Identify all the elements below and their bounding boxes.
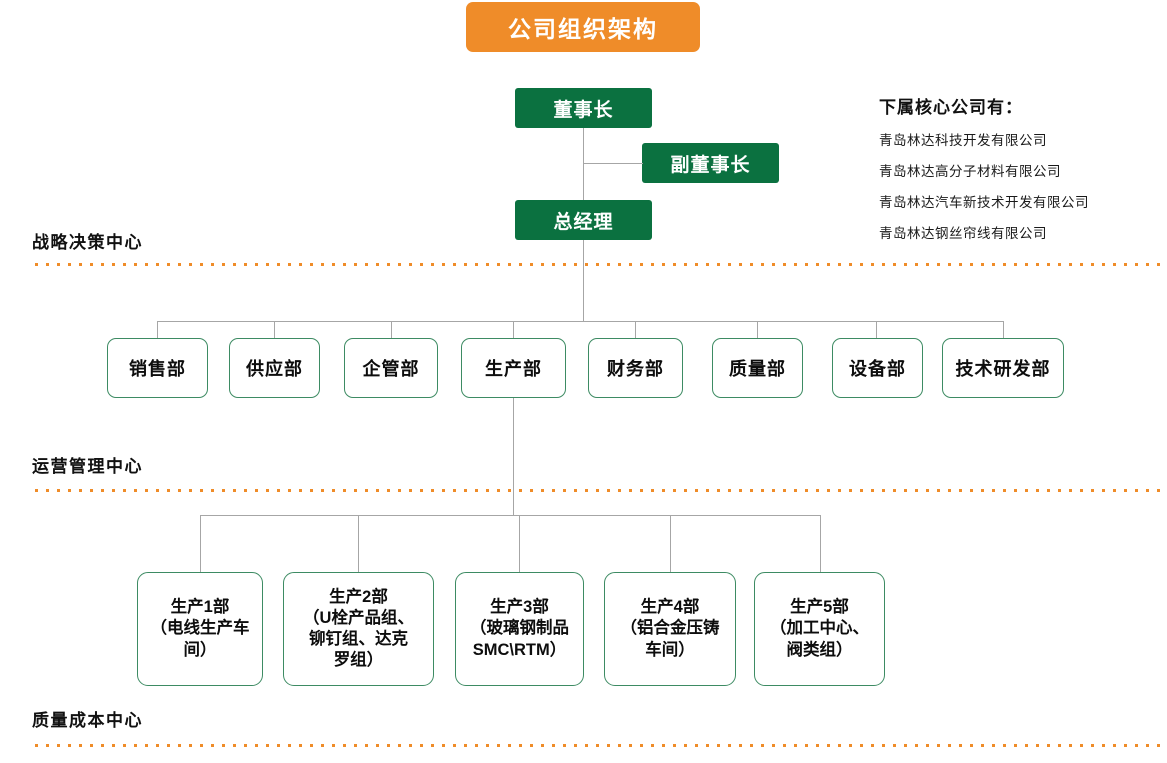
- connector-drop-dept-2: [274, 321, 275, 338]
- subsidiaries-panel: 下属核心公司有： 青岛林达科技开发有限公司 青岛林达高分子材料有限公司 青岛林达…: [879, 93, 1159, 253]
- subsidiary-item: 青岛林达汽车新技术开发有限公司: [879, 195, 1089, 210]
- connector-drop-dept-5: [635, 321, 636, 338]
- subsidiary-item: 青岛林达高分子材料有限公司: [879, 164, 1061, 179]
- connector-vice-chairman-branch: [583, 163, 643, 164]
- node-chairman[interactable]: 董事长: [515, 88, 652, 128]
- dept-box-quality[interactable]: 质量部: [712, 338, 803, 398]
- subsidiary-item: 青岛林达钢丝帘线有限公司: [879, 226, 1047, 241]
- dept-box-enterprise[interactable]: 企管部: [344, 338, 438, 398]
- band-label-operations: 运营管理中心: [32, 457, 143, 476]
- connector-drop-dept-7: [876, 321, 877, 338]
- divider-quality-cost: [35, 744, 1162, 747]
- connector-drop-prod-3: [519, 515, 520, 572]
- subsidiaries-heading: 下属核心公司有：: [879, 98, 1023, 117]
- prod-box-4[interactable]: 生产4部 （铝合金压铸 车间）: [604, 572, 736, 686]
- prod-box-3[interactable]: 生产3部 （玻璃钢制品 SMC\RTM）: [455, 572, 584, 686]
- page-title: 公司组织架构: [466, 2, 700, 52]
- prod-box-1[interactable]: 生产1部 （电线生产车 间）: [137, 572, 263, 686]
- prod-box-1-label: 生产1部 （电线生产车 间）: [150, 598, 250, 659]
- prod-box-2-label: 生产2部 （U栓产品组、 铆钉组、达克 罗组）: [303, 587, 414, 670]
- connector-drop-dept-8: [1003, 321, 1004, 338]
- connector-drop-dept-6: [757, 321, 758, 338]
- connector-drop-dept-1: [157, 321, 158, 338]
- connector-production-bus: [200, 515, 820, 516]
- connector-drop-prod-5: [820, 515, 821, 572]
- connector-drop-dept-4: [513, 321, 514, 338]
- prod-box-5-label: 生产5部 （加工中心、 阀类组）: [770, 598, 869, 659]
- dept-box-equipment[interactable]: 设备部: [832, 338, 923, 398]
- node-vice-chairman[interactable]: 副董事长: [642, 143, 779, 183]
- prod-box-4-label: 生产4部 （铝合金压铸 车间）: [620, 598, 720, 659]
- subsidiary-item: 青岛林达科技开发有限公司: [879, 133, 1047, 148]
- band-label-strategic: 战略决策中心: [32, 233, 143, 252]
- dept-box-finance[interactable]: 财务部: [588, 338, 683, 398]
- connector-department-bus: [157, 321, 1003, 322]
- connector-chairman-vertical: [583, 128, 584, 200]
- dept-box-rnd[interactable]: 技术研发部: [942, 338, 1064, 398]
- dept-box-production[interactable]: 生产部: [461, 338, 566, 398]
- node-general-manager[interactable]: 总经理: [515, 200, 652, 240]
- connector-gm-vertical: [583, 240, 584, 322]
- connector-drop-prod-2: [358, 515, 359, 572]
- connector-drop-prod-1: [200, 515, 201, 572]
- prod-box-5[interactable]: 生产5部 （加工中心、 阀类组）: [754, 572, 885, 686]
- divider-strategic: [35, 263, 1162, 266]
- prod-box-2[interactable]: 生产2部 （U栓产品组、 铆钉组、达克 罗组）: [283, 572, 434, 686]
- prod-box-3-label: 生产3部 （玻璃钢制品 SMC\RTM）: [470, 598, 569, 659]
- dept-box-supply[interactable]: 供应部: [229, 338, 320, 398]
- connector-drop-dept-3: [391, 321, 392, 338]
- connector-drop-prod-4: [670, 515, 671, 572]
- divider-operations: [35, 489, 1162, 492]
- dept-box-sales[interactable]: 销售部: [107, 338, 208, 398]
- band-label-quality-cost: 质量成本中心: [32, 711, 143, 730]
- connector-production-vertical: [513, 398, 514, 515]
